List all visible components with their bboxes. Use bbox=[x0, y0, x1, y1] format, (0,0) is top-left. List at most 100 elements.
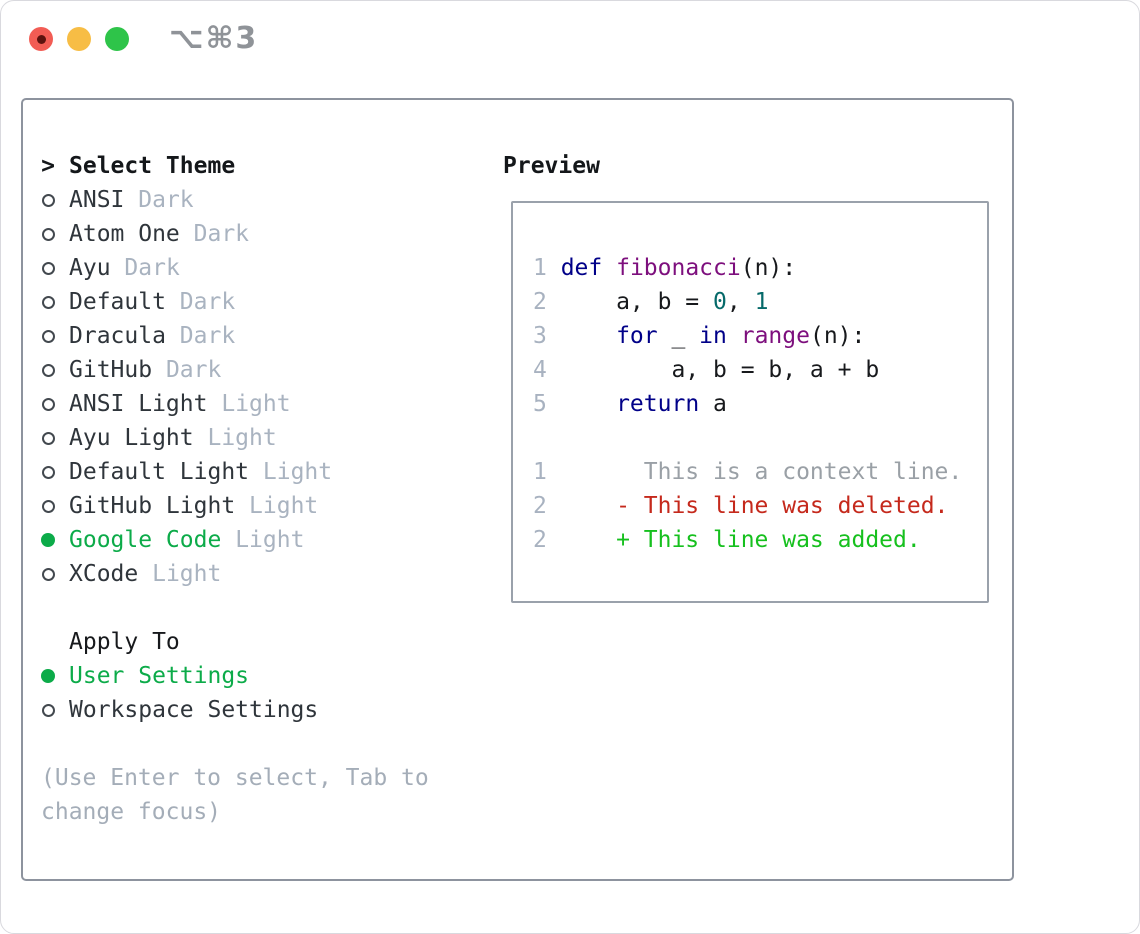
code-token: a, b = bbox=[560, 289, 714, 315]
theme-option-dracula[interactable]: Dracula Dark bbox=[41, 319, 503, 353]
radio-icon bbox=[41, 567, 55, 581]
radio-icon bbox=[41, 295, 55, 309]
theme-option-google-code[interactable]: Google Code Light bbox=[41, 523, 503, 557]
code-token: fibonacci bbox=[616, 255, 741, 281]
theme-option-github-light[interactable]: GitHub Light Light bbox=[41, 489, 503, 523]
code-token: _ bbox=[657, 323, 700, 349]
preview-title: Preview bbox=[503, 153, 600, 179]
theme-variant: Light bbox=[207, 425, 277, 451]
code-token bbox=[561, 391, 616, 417]
code-line: 2 - This line was deleted. bbox=[533, 489, 987, 523]
theme-variant: Light bbox=[152, 561, 222, 587]
select-theme-header: > Select Theme bbox=[41, 149, 503, 183]
title-bar: ⌥⌘3 bbox=[1, 1, 1139, 77]
radio-icon bbox=[41, 329, 55, 343]
theme-option-ayu[interactable]: Ayu Dark bbox=[41, 251, 503, 285]
theme-name: Google Code bbox=[69, 527, 222, 553]
apply-to-header: Apply To bbox=[41, 625, 503, 659]
code-line: 4 a, b = b, a + b bbox=[533, 353, 987, 387]
code-token: range bbox=[740, 323, 810, 349]
theme-option-ansi-light[interactable]: ANSI Light Light bbox=[41, 387, 503, 421]
theme-variant: Dark bbox=[165, 357, 222, 383]
minimize-button[interactable] bbox=[67, 27, 91, 51]
theme-name: Default bbox=[69, 289, 166, 315]
maximize-button[interactable] bbox=[105, 27, 129, 51]
theme-name: GitHub bbox=[69, 357, 153, 383]
code-token: This is a context line. bbox=[560, 459, 963, 485]
theme-name: ANSI bbox=[69, 187, 125, 213]
code-token: 1 bbox=[754, 289, 769, 315]
code-token: (n): bbox=[809, 323, 866, 349]
code-token bbox=[727, 323, 741, 349]
code-line: 1 def fibonacci(n): bbox=[533, 251, 987, 285]
line-number: 3 bbox=[533, 323, 547, 349]
window-title: ⌥⌘3 bbox=[169, 21, 259, 56]
code-token: 0 bbox=[713, 289, 727, 315]
theme-variant: Light bbox=[221, 391, 291, 417]
line-number: 2 bbox=[533, 527, 547, 553]
code-line: 2 + This line was added. bbox=[533, 523, 987, 557]
line-number: 5 bbox=[533, 391, 547, 417]
theme-name: Dracula bbox=[69, 323, 166, 349]
theme-variant: Light bbox=[249, 493, 319, 519]
radio-icon bbox=[41, 431, 55, 445]
preview-header: Preview bbox=[503, 149, 1012, 183]
apply-option-user-settings[interactable]: User Settings bbox=[41, 659, 503, 693]
code-line: 2 a, b = 0, 1 bbox=[533, 285, 987, 319]
help-text: (Use Enter to select, Tab to change focu… bbox=[41, 765, 429, 825]
line-number: 1 bbox=[533, 255, 547, 281]
line-number: 4 bbox=[533, 357, 547, 383]
close-button[interactable] bbox=[29, 27, 53, 51]
theme-name: Ayu bbox=[69, 255, 111, 281]
code-token: , bbox=[726, 289, 755, 315]
code-token: (n): bbox=[740, 255, 797, 281]
theme-variant: Light bbox=[262, 459, 333, 485]
apply-option-label: Workspace Settings bbox=[69, 697, 319, 723]
theme-option-default-light[interactable]: Default Light Light bbox=[41, 455, 503, 489]
theme-name: GitHub Light bbox=[69, 493, 236, 519]
line-number: 2 bbox=[533, 289, 547, 315]
theme-option-ayu-light[interactable]: Ayu Light Light bbox=[41, 421, 503, 455]
code-token bbox=[561, 323, 616, 349]
close-dot-icon bbox=[36, 34, 46, 44]
theme-name: Default Light bbox=[69, 459, 250, 485]
theme-option-github[interactable]: GitHub Dark bbox=[41, 353, 503, 387]
radio-icon bbox=[41, 227, 55, 241]
theme-option-ansi[interactable]: ANSI Dark bbox=[41, 183, 503, 217]
radio-icon bbox=[41, 703, 55, 717]
code-line bbox=[533, 421, 987, 455]
code-line: 5 return a bbox=[533, 387, 987, 421]
theme-name: ANSI Light bbox=[69, 391, 208, 417]
radio-icon bbox=[41, 193, 55, 207]
radio-icon bbox=[41, 261, 55, 275]
code-token bbox=[602, 255, 616, 281]
theme-name: Ayu Light bbox=[69, 425, 194, 451]
apply-option-workspace-settings[interactable]: Workspace Settings bbox=[41, 693, 503, 727]
theme-option-xcode[interactable]: XCode Light bbox=[41, 557, 503, 591]
theme-option-atom-one[interactable]: Atom One Dark bbox=[41, 217, 503, 251]
theme-variant: Light bbox=[235, 527, 305, 553]
theme-variant: Dark bbox=[138, 187, 194, 213]
focus-arrow-icon: > bbox=[41, 153, 55, 179]
code-token: in bbox=[699, 323, 727, 349]
line-number: 1 bbox=[533, 459, 547, 485]
theme-variant: Dark bbox=[124, 255, 180, 281]
code-token: a, b = b, a + b bbox=[560, 357, 880, 383]
code-line: 3 for _ in range(n): bbox=[533, 319, 987, 353]
radio-selected-icon bbox=[41, 669, 55, 683]
theme-option-default[interactable]: Default Dark bbox=[41, 285, 503, 319]
theme-variant: Dark bbox=[193, 221, 250, 247]
code-token: for bbox=[616, 323, 658, 349]
theme-variant: Dark bbox=[179, 289, 236, 315]
code-token: - This line was deleted. bbox=[560, 493, 949, 519]
code-token: + This line was added. bbox=[560, 527, 921, 553]
code-token: def bbox=[560, 255, 603, 281]
radio-icon bbox=[41, 499, 55, 513]
line-number: 2 bbox=[533, 493, 547, 519]
